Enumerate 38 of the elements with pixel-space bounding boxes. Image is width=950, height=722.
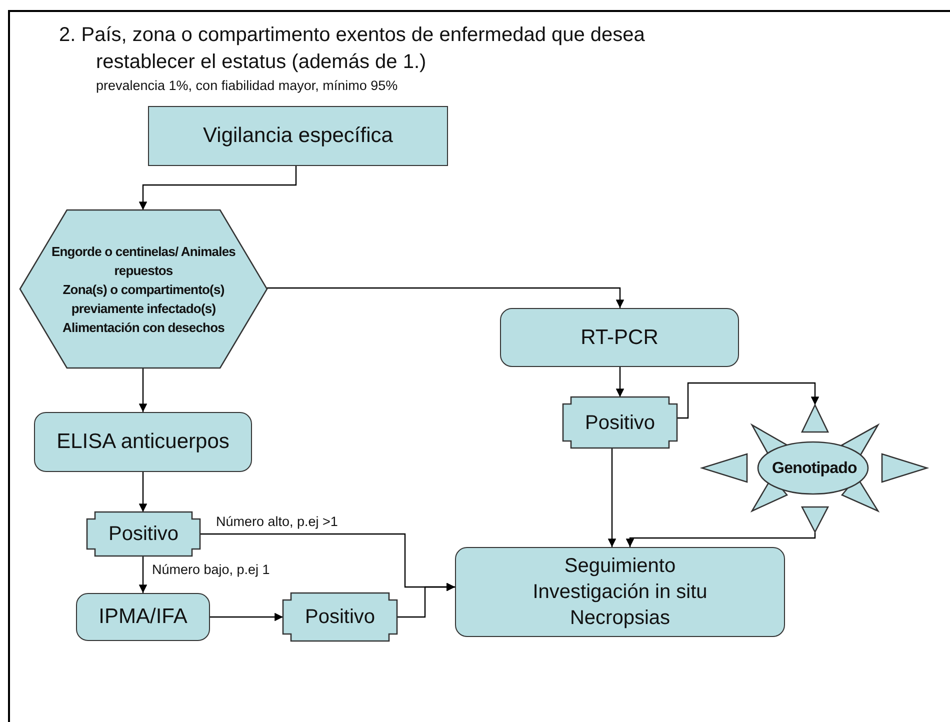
- arrow: [138, 368, 148, 412]
- node-text: Zona(s) o compartimento(s) previamente infectado(s): [62, 280, 226, 318]
- arrow: [138, 166, 297, 210]
- result-box: [563, 397, 677, 448]
- node-text: Positivo: [584, 410, 656, 434]
- arrow: [608, 448, 616, 547]
- result-box: [283, 593, 397, 641]
- node-text: Necropsias: [570, 606, 670, 631]
- arrow: [626, 532, 816, 547]
- note-text: prevalencia 1%, con fiabilidad mayor, mínimo 95%: [96, 78, 398, 93]
- node-text: Engorde o centinelas/ Animales repuestos: [50, 242, 237, 280]
- edge-label: Número bajo, p.ej 1: [150, 562, 272, 577]
- node-text: IPMA/IFA: [98, 604, 188, 630]
- arrow: [138, 472, 148, 512]
- result-box: [87, 512, 200, 556]
- node-text: Seguimiento: [564, 554, 676, 579]
- edge-label: Número alto, p.ej >1: [214, 514, 340, 529]
- process-box: [455, 547, 785, 637]
- process-box: [34, 412, 252, 472]
- arrow: [138, 556, 148, 593]
- arrow: [397, 582, 455, 618]
- arrow: [677, 382, 820, 419]
- node-text: Genotipado: [772, 458, 857, 478]
- arrow: [267, 287, 624, 308]
- node-text: Positivo: [108, 522, 179, 546]
- node-text: Positivo: [304, 605, 376, 629]
- node-text: Vigilancia específica: [203, 123, 393, 149]
- node-text: ELISA anticuerpos: [56, 429, 230, 455]
- process-box: [76, 593, 210, 641]
- node-text: Alimentación con desechos: [62, 318, 224, 336]
- arrow: [616, 367, 624, 397]
- process-box: [500, 308, 739, 367]
- process-box: [148, 106, 448, 166]
- hexagon-box: [20, 210, 267, 368]
- node-text: RT-PCR: [580, 324, 658, 350]
- title: 2. País, zona o compartimento exentos de enfermedad que desea restablecer el estatus (además de 1.): [59, 23, 646, 75]
- arrow: [210, 612, 283, 622]
- node-text: Investigación in situ: [532, 580, 708, 605]
